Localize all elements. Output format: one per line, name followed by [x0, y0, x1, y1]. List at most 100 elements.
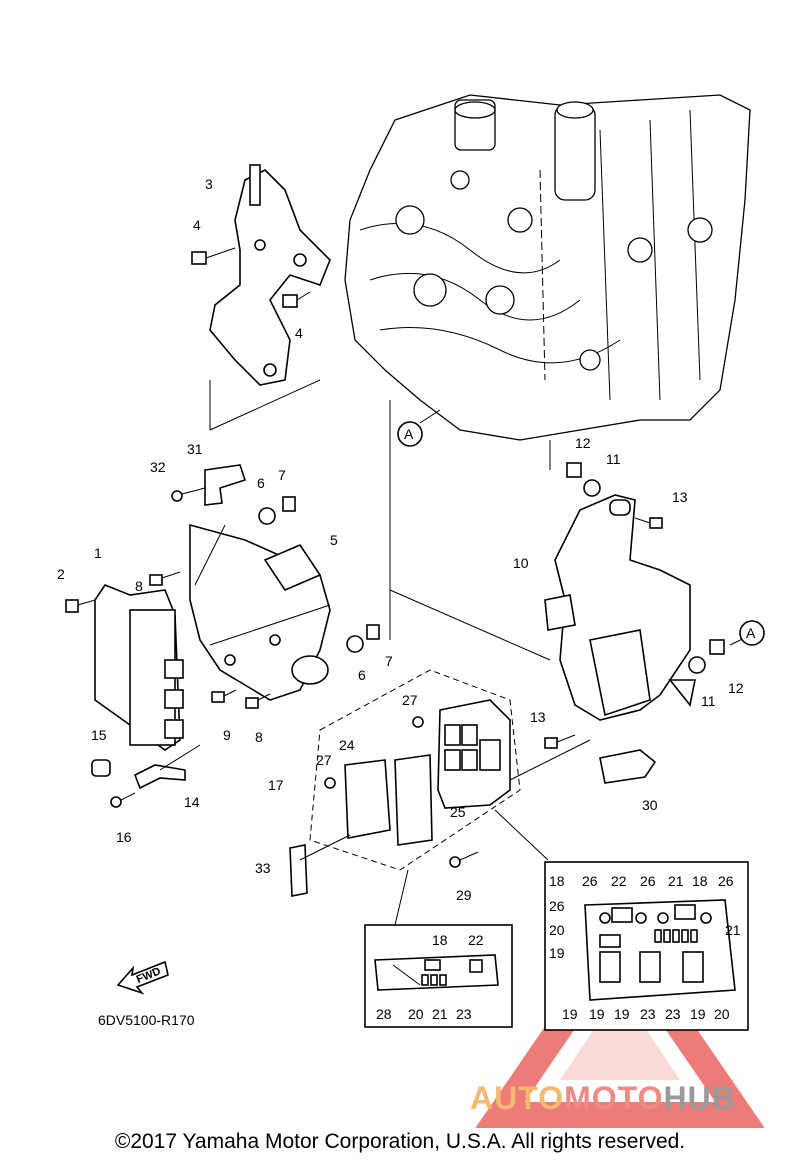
screw-27-upper — [412, 716, 424, 728]
callout-label: 30 — [642, 797, 658, 813]
callout-label: 27 — [402, 692, 418, 708]
callout-label: 13 — [672, 489, 688, 505]
callout-label: 9 — [223, 727, 231, 743]
screw-27-lower — [324, 777, 336, 789]
grommet-15 — [91, 759, 111, 777]
bolt-8-upper — [149, 571, 181, 586]
screw-16 — [110, 792, 136, 808]
inset-label: 26 — [640, 873, 656, 889]
relay-box — [437, 699, 511, 809]
collar-7-upper — [282, 496, 296, 512]
holder-30 — [599, 749, 657, 784]
callout-label: 11 — [701, 693, 716, 709]
collar-12-upper — [566, 462, 582, 478]
callout-label: 4 — [193, 217, 201, 233]
inset-label: 26 — [718, 873, 734, 889]
copyright-notice: ©2017 Yamaha Motor Corporation, U.S.A. A… — [114, 1130, 686, 1153]
bolt-13-lower — [544, 734, 576, 749]
inset-label: 26 — [582, 873, 598, 889]
collar-12-lower — [709, 639, 725, 655]
marker-a-right — [739, 620, 765, 646]
callout-label: 6 — [358, 667, 366, 683]
callout-label: 8 — [135, 578, 143, 594]
inset-label: 20 — [714, 1006, 730, 1022]
screw-32 — [171, 487, 206, 502]
watermark-part-hub: HUB — [663, 1080, 736, 1116]
inset-label: 19 — [562, 1006, 578, 1022]
callout-label: 1 — [94, 545, 102, 561]
watermark-part-auto: AUTO — [470, 1080, 565, 1116]
callout-label: 16 — [116, 829, 132, 845]
inset-large — [544, 861, 749, 1031]
ecu-1 — [94, 584, 184, 751]
watermark-part-moto: MOTO — [564, 1080, 664, 1116]
callout-label: 25 — [450, 804, 466, 820]
bracket-3 — [209, 164, 331, 386]
screw-29 — [449, 851, 479, 868]
inset-label: 22 — [611, 873, 627, 889]
callout-label: 6 — [257, 475, 265, 491]
callout-label: 27 — [316, 752, 332, 768]
inset-large-labels: 18 26 22 26 21 18 26 26 20 19 21 19 19 1… — [549, 873, 741, 1022]
collar-7-lower — [366, 624, 380, 640]
callout-label: 10 — [513, 555, 529, 571]
inset-label: 19 — [690, 1006, 706, 1022]
inset-label: 21 — [668, 873, 684, 889]
inset-label: 21 — [432, 1006, 448, 1022]
fuse-holder-25 — [394, 754, 433, 846]
bolt-4-lower — [282, 291, 311, 308]
bolt-9 — [211, 689, 237, 703]
bolt-13-upper — [634, 517, 663, 529]
inset-label: 18 — [549, 873, 565, 889]
clip-31 — [204, 464, 247, 506]
bracket-5 — [189, 523, 331, 701]
callout-label: 4 — [295, 325, 303, 341]
cover-24 — [344, 759, 391, 839]
fwd-arrow-icon — [116, 960, 169, 995]
callout-label: 5 — [330, 532, 338, 548]
inset-label: 23 — [640, 1006, 656, 1022]
inset-label: 20 — [549, 922, 565, 938]
nut-11-lower — [688, 656, 706, 674]
label-33 — [289, 844, 308, 897]
inset-label: 28 — [376, 1006, 392, 1022]
inset-label: 21 — [725, 922, 741, 938]
inset-label: 18 — [692, 873, 708, 889]
inset-label: 19 — [589, 1006, 605, 1022]
callout-label: A — [404, 426, 414, 442]
callout-label: 31 — [187, 441, 203, 457]
bolt-4-upper — [191, 247, 236, 265]
engine-block — [344, 94, 751, 441]
callout-label: A — [746, 625, 756, 641]
inset-label: 18 — [432, 932, 448, 948]
callout-label: 24 — [339, 737, 355, 753]
inset-label: 20 — [408, 1006, 424, 1022]
callout-label: 29 — [456, 887, 472, 903]
callout-label: 12 — [575, 435, 591, 451]
nut-6-upper — [258, 507, 276, 525]
inset-label: 23 — [456, 1006, 472, 1022]
inset-small-labels: 18 22 28 20 21 23 — [376, 932, 484, 1022]
callout-label: 14 — [184, 794, 200, 810]
inset-label: 22 — [468, 932, 484, 948]
callout-label: 2 — [57, 566, 65, 582]
inset-label: 26 — [549, 898, 565, 914]
inset-label: 19 — [614, 1006, 630, 1022]
marker-a-left — [397, 421, 423, 447]
inset-label: 19 — [549, 945, 565, 961]
callout-label: 17 — [268, 777, 284, 793]
dashed-group-17 — [309, 669, 521, 871]
bolt-8-lower — [245, 693, 271, 709]
callout-label: 8 — [255, 729, 263, 745]
callout-label: 3 — [205, 176, 213, 192]
callout-label: 7 — [385, 653, 393, 669]
callout-label: 12 — [728, 680, 744, 696]
watermark-logo: AUTOMOTOHUB — [470, 1080, 736, 1117]
callout-labels: 1 2 3 4 4 5 6 6 7 7 8 8 9 10 11 11 12 12… — [57, 176, 756, 903]
callout-label: 33 — [255, 860, 271, 876]
inset-small — [364, 924, 513, 1028]
bracket-10 — [544, 494, 696, 721]
callout-label: 7 — [278, 467, 286, 483]
nut-11-upper — [583, 479, 601, 497]
